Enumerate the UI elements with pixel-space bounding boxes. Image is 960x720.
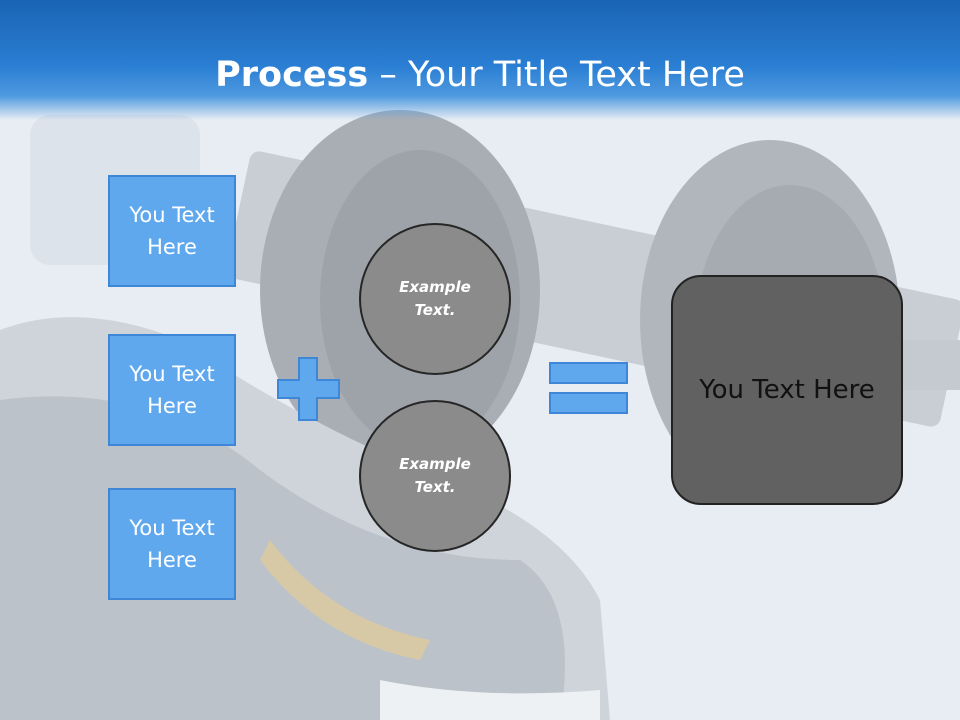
title-bar	[0, 0, 960, 120]
text-box-1-label: You Text Here	[129, 203, 215, 259]
text-box-2-label: You Text Here	[129, 362, 215, 418]
title-bold: Process	[215, 55, 369, 95]
title-rest: – Your Title Text Here	[368, 55, 745, 95]
example-circle-1-label: Example Text.	[399, 278, 471, 319]
text-box-3-label: You Text Here	[129, 516, 215, 572]
result-box: You Text Here	[671, 275, 903, 505]
text-box-2: You Text Here	[108, 334, 236, 446]
result-label: You Text Here	[699, 375, 875, 405]
equals-icon	[549, 362, 628, 414]
example-circle-2: Example Text.	[359, 400, 511, 552]
plus-icon	[277, 357, 340, 421]
text-box-3: You Text Here	[108, 488, 236, 600]
slide-title: Process – Your Title Text Here	[0, 52, 960, 98]
example-circle-2-label: Example Text.	[399, 455, 471, 496]
text-box-1: You Text Here	[108, 175, 236, 287]
example-circle-1: Example Text.	[359, 223, 511, 375]
